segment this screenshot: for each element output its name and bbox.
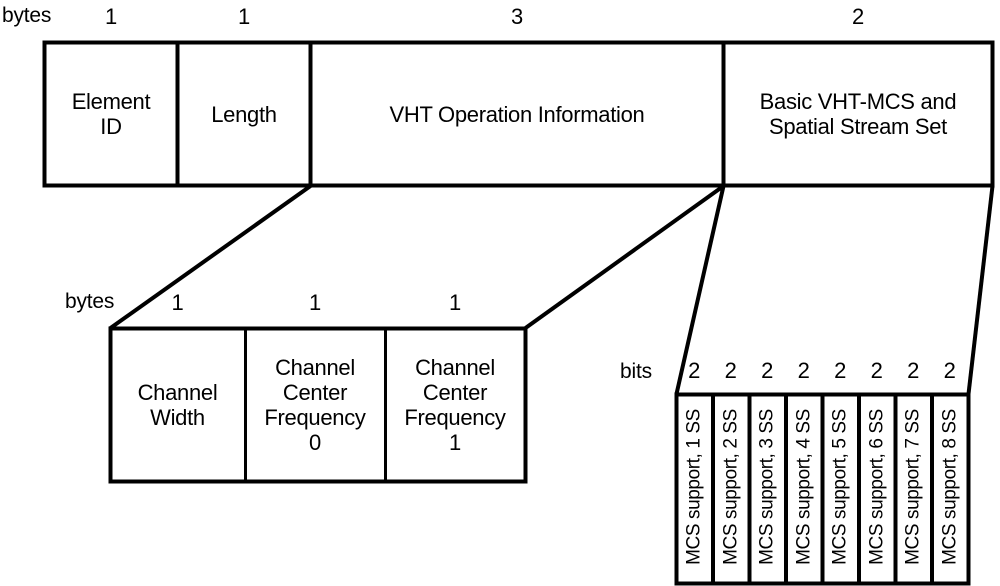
mcs-size-4: 2 — [834, 358, 847, 383]
connector-vht-op-right — [524, 184, 725, 330]
top-row-size-0: 1 — [104, 4, 118, 29]
unit-label-bytes-mid: bytes — [65, 290, 115, 313]
connector-vht-op-left — [109, 184, 312, 330]
field-mcs-support-8ss-label: MCS support, 8 SS — [939, 409, 961, 565]
field-mcs-support-2ss-label: MCS support, 2 SS — [720, 409, 742, 565]
field-mcs-support-3ss: MCS support, 3 SS — [749, 394, 786, 580]
mcs-size-0: 2 — [688, 358, 701, 383]
field-mcs-support-7ss: MCS support, 7 SS — [895, 394, 932, 580]
mcs-size-1: 2 — [724, 358, 737, 383]
field-mcs-support-4ss-label: MCS support, 4 SS — [793, 409, 815, 565]
top-row-size-1: 1 — [237, 4, 251, 29]
mcs-size-7: 2 — [943, 358, 956, 383]
mid-row-size-1: 1 — [308, 290, 322, 315]
connector-mcs-left — [674, 185, 726, 395]
field-mcs-support-1ss-label: MCS support, 1 SS — [683, 409, 705, 565]
mid-row-size-0: 1 — [171, 290, 184, 315]
field-mcs-support-4ss: MCS support, 4 SS — [786, 394, 823, 580]
field-mcs-support-5ss: MCS support, 5 SS — [822, 394, 859, 580]
field-mcs-support-1ss: MCS support, 1 SS — [676, 394, 713, 580]
mcs-size-5: 2 — [870, 358, 883, 383]
top-row-size-3: 2 — [851, 4, 865, 29]
mid-row-size-2: 1 — [448, 290, 462, 315]
mcs-size-2: 2 — [761, 358, 774, 383]
field-mcs-support-7ss-label: MCS support, 7 SS — [902, 409, 924, 565]
top-row-outline — [42, 40, 995, 188]
mcs-size-3: 2 — [797, 358, 810, 383]
field-mcs-support-3ss-label: MCS support, 3 SS — [756, 409, 778, 565]
mcs-size-6: 2 — [907, 358, 920, 383]
mid-row-outline — [108, 326, 528, 484]
top-row-size-2: 3 — [510, 4, 524, 29]
field-mcs-support-2ss: MCS support, 2 SS — [713, 394, 750, 580]
field-mcs-support-8ss: MCS support, 8 SS — [932, 394, 969, 580]
field-mcs-support-5ss-label: MCS support, 5 SS — [829, 409, 851, 565]
connector-mcs-right — [966, 185, 995, 395]
field-mcs-support-6ss-label: MCS support, 6 SS — [866, 409, 888, 565]
field-mcs-support-6ss: MCS support, 6 SS — [859, 394, 896, 580]
unit-label-bytes-top: bytes — [2, 4, 52, 27]
unit-label-bits: bits — [620, 360, 652, 383]
